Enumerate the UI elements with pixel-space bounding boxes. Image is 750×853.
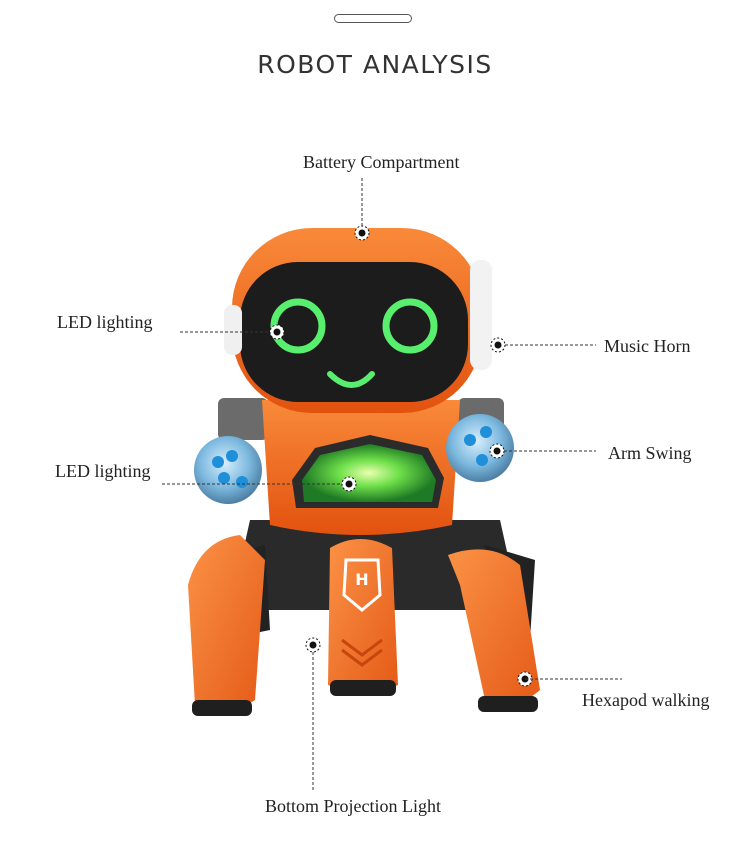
top-pill-decoration <box>334 14 412 23</box>
left-arm <box>194 436 262 504</box>
robot-front-legs: H <box>188 535 540 716</box>
leg-badge-label: H <box>355 570 368 589</box>
callout-led-lighting-chest: LED lighting <box>55 461 151 481</box>
page-title: ROBOT ANALYSIS <box>257 50 493 79</box>
right-eye-led <box>382 298 438 354</box>
chest-led <box>302 444 436 502</box>
leader-lines <box>162 178 622 790</box>
callout-led-lighting-eyes: LED lighting <box>57 312 153 332</box>
callout-music-horn: Music Horn <box>604 336 691 356</box>
left-ear <box>224 305 242 355</box>
callout-battery-compartment: Battery Compartment <box>303 152 460 172</box>
robot-face-screen <box>240 262 468 402</box>
callout-hexapod-walking: Hexapod walking <box>582 690 710 710</box>
right-ear <box>470 260 492 370</box>
callout-markers <box>269 225 533 687</box>
smile-led <box>327 371 375 388</box>
callout-arm-swing: Arm Swing <box>608 443 692 463</box>
callout-bottom-projection-light: Bottom Projection Light <box>265 796 441 816</box>
left-shoulder <box>218 398 268 440</box>
